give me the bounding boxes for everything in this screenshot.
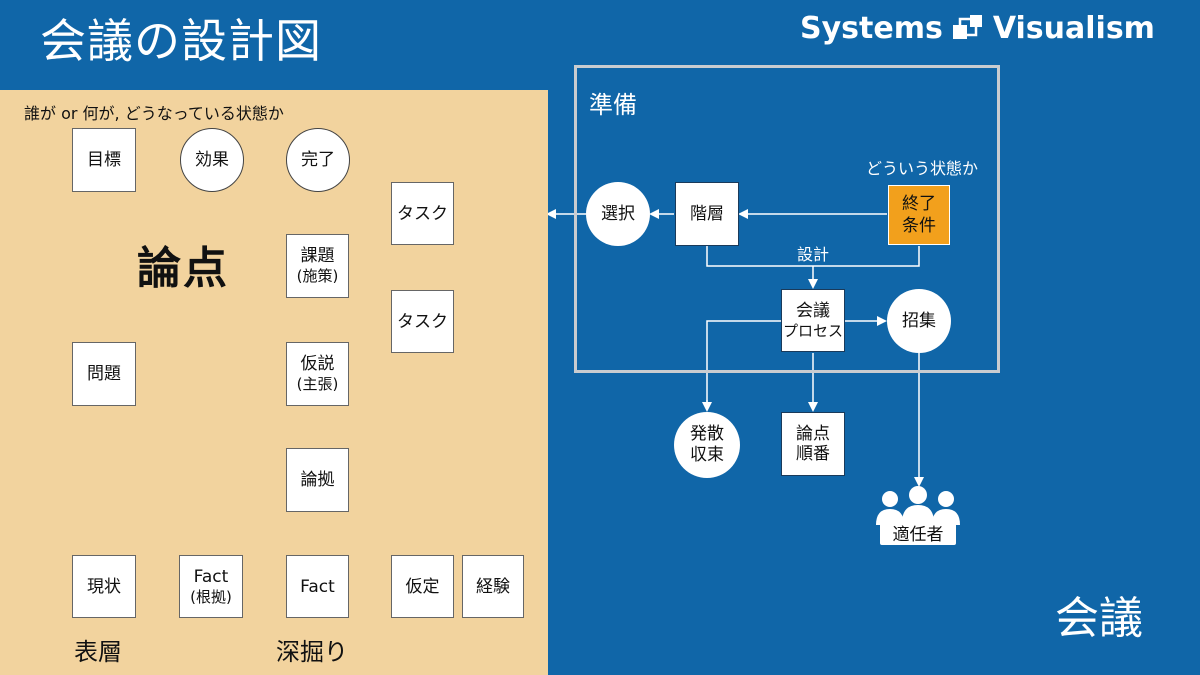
issue-box: 課題 (施策) bbox=[286, 234, 349, 298]
converge-label: 収束 bbox=[690, 445, 724, 465]
issue-sublabel: (施策) bbox=[296, 267, 339, 285]
meeting-process-box: 会議 プロセス bbox=[781, 289, 845, 352]
issue-order-sublabel: 順番 bbox=[796, 444, 830, 464]
preparation-frame bbox=[574, 65, 1000, 373]
end-condition-label: 終了 bbox=[902, 194, 936, 214]
complete-circle: 完了 bbox=[286, 128, 350, 192]
experience-box: 経験 bbox=[462, 555, 524, 618]
systems-visualism-icon bbox=[952, 15, 982, 39]
panel-subtitle: 誰が or 何が, どうなっている状態か bbox=[24, 104, 284, 123]
diverge-converge-circle: 発散 収束 bbox=[674, 412, 740, 478]
deep-dive-label: 深掘り bbox=[276, 638, 348, 666]
brand-logo: Systems Visualism bbox=[800, 10, 1155, 46]
issue-order-label: 論点 bbox=[796, 424, 830, 444]
task-box: タスク bbox=[391, 290, 454, 353]
end-condition-sublabel: 条件 bbox=[902, 216, 936, 236]
white-arrows bbox=[546, 209, 924, 487]
goal-box: 目標 bbox=[72, 128, 136, 192]
participants-icon bbox=[876, 486, 960, 545]
assumption-box: 仮定 bbox=[391, 555, 454, 618]
surface-label: 表層 bbox=[74, 638, 122, 666]
diverge-label: 発散 bbox=[690, 424, 724, 444]
select-circle: 選択 bbox=[586, 182, 650, 246]
brand-right-text: Visualism bbox=[992, 10, 1155, 46]
meeting-process-sublabel: プロセス bbox=[782, 321, 843, 340]
fact-box: Fact bbox=[286, 555, 349, 618]
brand-left-text: Systems bbox=[800, 10, 943, 46]
meeting-process-label: 会議 bbox=[796, 300, 830, 321]
end-condition-box: 終了 条件 bbox=[888, 185, 950, 245]
hypothesis-box: 仮説 (主張) bbox=[286, 342, 349, 406]
participants-label: 適任者 bbox=[892, 525, 944, 545]
task-box: タスク bbox=[391, 182, 454, 245]
issue-heading: 論点 bbox=[137, 243, 229, 294]
grounds-box: 論拠 bbox=[286, 448, 349, 512]
fact-evidence-box: Fact (根拠) bbox=[179, 555, 243, 618]
state-label: どういう状態か bbox=[866, 159, 979, 178]
hypothesis-sublabel: (主張) bbox=[296, 375, 339, 393]
current-state-box: 現状 bbox=[72, 555, 136, 618]
effect-circle: 効果 bbox=[180, 128, 244, 192]
problem-box: 問題 bbox=[72, 342, 136, 406]
issue-label: 課題 bbox=[300, 246, 335, 266]
recruit-circle: 招集 bbox=[887, 289, 951, 353]
preparation-label: 準備 bbox=[589, 91, 637, 119]
fact-label: Fact bbox=[193, 566, 229, 587]
page-title: 会議の設計図 bbox=[40, 14, 322, 68]
fact-sublabel: (根拠) bbox=[190, 587, 232, 606]
design-label: 設計 bbox=[797, 245, 830, 264]
hierarchy-box: 階層 bbox=[675, 182, 739, 246]
meeting-heading: 会議 bbox=[1055, 593, 1143, 644]
issue-order-box: 論点 順番 bbox=[781, 412, 845, 476]
hypothesis-label: 仮説 bbox=[300, 354, 335, 374]
